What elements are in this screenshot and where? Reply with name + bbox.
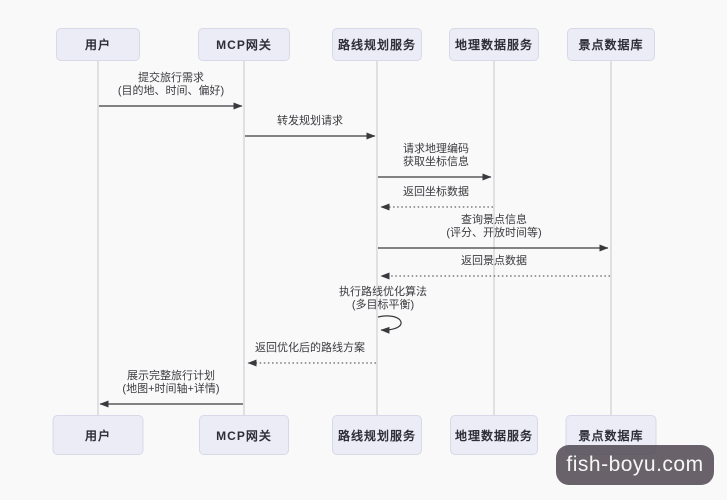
message-line: 返回优化后的路线方案 xyxy=(255,342,365,354)
participant-label: 景点数据库 xyxy=(578,428,644,443)
participant-bottom-geo-data-service: 地理数据服务 xyxy=(450,415,538,455)
message-line: (地图+时间轴+详情) xyxy=(122,383,220,395)
participant-label: 用户 xyxy=(84,428,111,443)
message-line: (评分、开放时间等) xyxy=(446,227,542,239)
message-label-request-geocoding: 请求地理编码 获取坐标信息 xyxy=(403,143,469,169)
message-label-return-optimized-route: 返回优化后的路线方案 xyxy=(255,342,365,355)
participant-label: 路线规划服务 xyxy=(337,38,416,52)
message-label-submit-travel-request: 提交旅行需求 (目的地、时间、偏好) xyxy=(118,72,224,98)
participant-label: MCP网关 xyxy=(216,38,272,52)
participant-label: MCP网关 xyxy=(216,428,272,443)
message-line: 请求地理编码 xyxy=(403,143,469,155)
watermark-text: fish-boyu.com xyxy=(566,453,704,476)
message-line: 转发规划请求 xyxy=(277,115,343,127)
participant-top-route-planning-service: 路线规划服务 xyxy=(332,28,422,61)
message-label-run-route-optimization: 执行路线优化算法 (多目标平衡) xyxy=(339,286,427,312)
participant-label: 用户 xyxy=(84,38,111,52)
message-label-return-poi-data: 返回景点数据 xyxy=(461,255,527,268)
message-line: 查询景点信息 xyxy=(460,214,527,226)
message-label-show-travel-plan: 展示完整旅行计划 (地图+时间轴+详情) xyxy=(122,370,219,396)
participant-label: 景点数据库 xyxy=(578,38,644,52)
participant-top-user: 用户 xyxy=(56,28,140,61)
message-line: (多目标平衡) xyxy=(351,299,415,311)
participant-label: 地理数据服务 xyxy=(454,38,533,52)
participant-top-geo-data-service: 地理数据服务 xyxy=(449,28,539,61)
message-line: 展示完整旅行计划 xyxy=(127,370,215,382)
participant-top-mcp-gateway: MCP网关 xyxy=(198,28,290,61)
message-line: (目的地、时间、偏好) xyxy=(117,85,225,97)
message-label-query-poi-info: 查询景点信息 (评分、开放时间等) xyxy=(446,214,541,240)
message-line: 返回景点数据 xyxy=(461,255,527,267)
participant-bottom-route-planning-service: 路线规划服务 xyxy=(332,415,422,455)
message-label-return-coordinates: 返回坐标数据 xyxy=(403,186,469,199)
self-loop-route-optimization xyxy=(377,315,402,334)
message-label-forward-planning-request: 转发规划请求 xyxy=(277,115,343,128)
participant-label: 地理数据服务 xyxy=(454,428,533,443)
message-line: 执行路线优化算法 xyxy=(339,286,427,298)
message-line: 返回坐标数据 xyxy=(403,186,469,198)
participant-label: 路线规划服务 xyxy=(337,428,416,443)
message-line: 提交旅行需求 xyxy=(137,72,204,84)
message-line: 获取坐标信息 xyxy=(403,156,469,168)
participant-bottom-user: 用户 xyxy=(52,415,144,455)
watermark-badge: fish-boyu.com xyxy=(556,445,714,485)
participant-top-poi-database: 景点数据库 xyxy=(567,28,655,61)
participant-bottom-mcp-gateway: MCP网关 xyxy=(199,415,289,455)
